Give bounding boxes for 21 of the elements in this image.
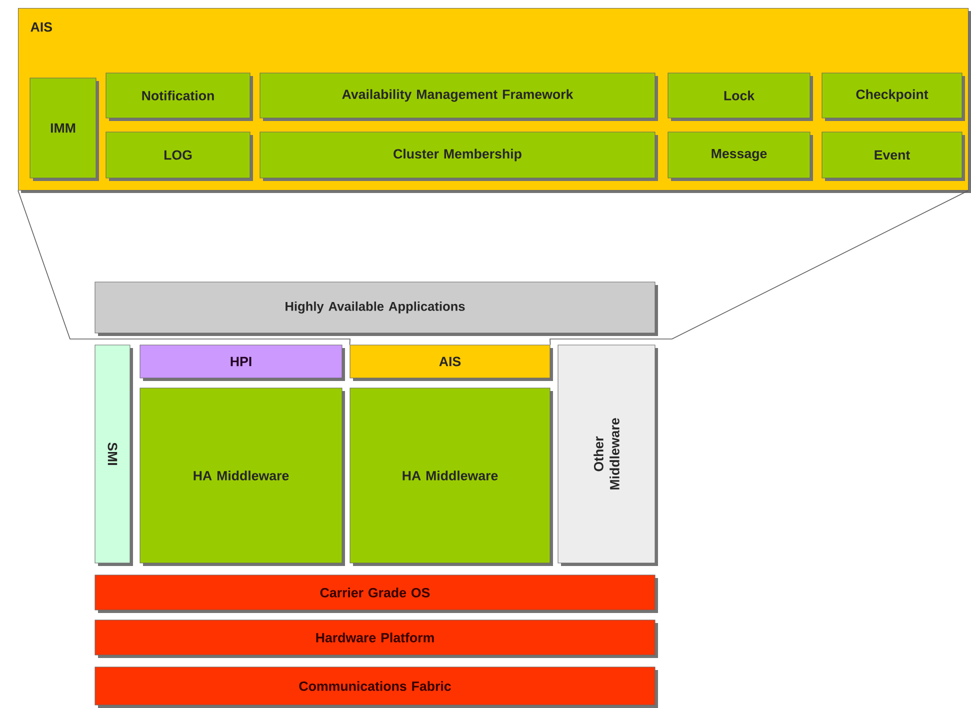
service-box: Checkpoint [822,72,965,121]
service-box: Availability Management Framework [260,72,658,121]
middleware-box: HA Middleware [350,388,553,566]
layer-column: Other Middleware [558,344,658,566]
layer-column: SMI [94,344,133,566]
service-box: Lock [668,72,813,121]
connector-line [550,190,969,346]
layer-bar: Highly Available Applications [94,282,658,336]
layer-bar: Hardware Platform [94,620,658,658]
interface-bar: HPI [140,344,345,381]
service-box: Notification [106,72,253,121]
service-box: IMM [30,78,99,181]
service-box: Cluster Membership [260,132,658,181]
interface-bar: AIS [350,344,553,381]
service-box: Message [668,132,813,181]
connector-line [18,190,350,346]
service-box: LOG [106,132,253,181]
middleware-box: HA Middleware [140,388,345,566]
layer-bar: Communications Fabric [94,666,658,708]
service-box: Event [822,132,965,181]
layer-bar: Carrier Grade OS [94,574,658,613]
